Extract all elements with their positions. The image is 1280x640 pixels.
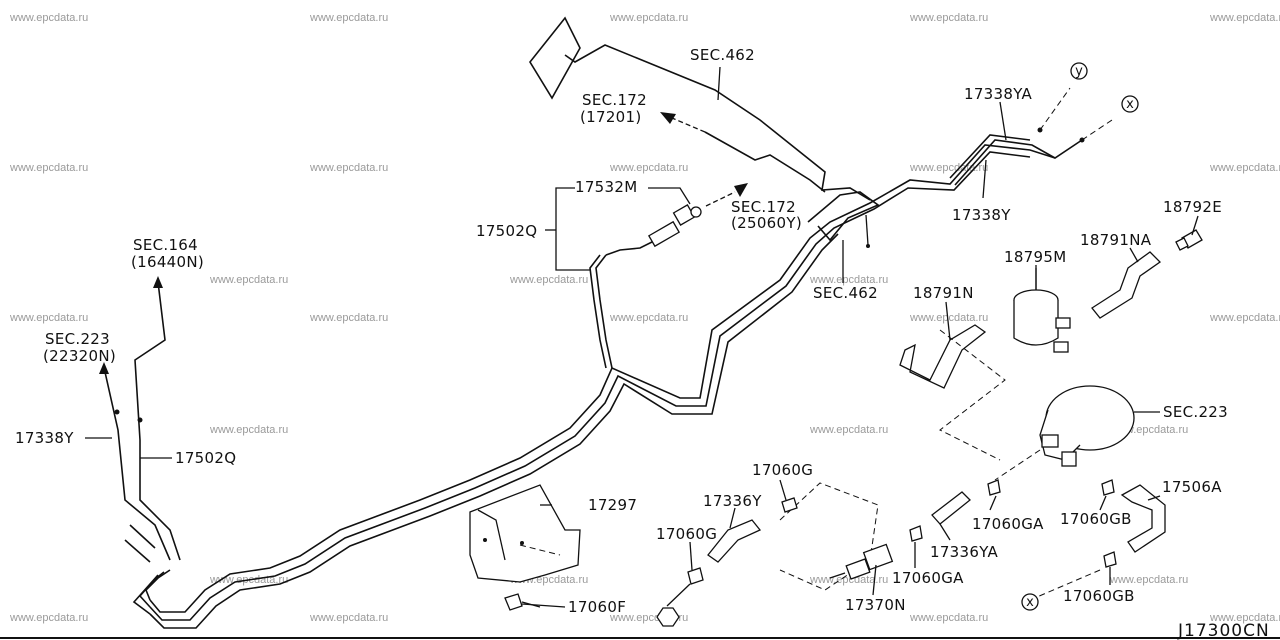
- hose-17502q-mid: [589, 254, 613, 369]
- label-17060ga-right: 17060GA: [972, 515, 1044, 533]
- label-sec462-mid: SEC.462: [813, 284, 878, 302]
- watermark-text: www.epcdata.ru: [309, 12, 388, 24]
- connector-18792e: [1175, 229, 1203, 251]
- label-17532m: 17532M: [575, 178, 637, 196]
- watermark-text: www.epcdata.ru: [809, 424, 888, 436]
- label-17297: 17297: [588, 496, 637, 514]
- label-sec164: SEC.164: [133, 236, 198, 254]
- watermark-text: www.epcdata.ru: [809, 574, 888, 586]
- watermark-text: www.epcdata.ru: [1209, 612, 1280, 624]
- arrow-sec172-upper: [660, 112, 706, 133]
- watermark-text: www.epcdata.ru: [309, 612, 388, 624]
- label-17060f: 17060F: [568, 598, 626, 616]
- watermark-text: www.epcdata.ru: [909, 162, 988, 174]
- label-18791na: 18791NA: [1080, 231, 1152, 249]
- clamps: [656, 479, 1117, 627]
- label-17060gb-right: 17060GB: [1060, 510, 1132, 528]
- label-sec223-right: SEC.223: [1163, 403, 1228, 421]
- shield-17297: [469, 484, 581, 611]
- reference-symbols: y x x: [1021, 62, 1139, 611]
- label-17502q-left: 17502Q: [175, 449, 236, 467]
- watermark-text: www.epcdata.ru: [909, 312, 988, 324]
- hose-18791n: [899, 324, 987, 389]
- hose-17336y: [707, 519, 762, 563]
- label-sec164-sub: (16440N): [131, 253, 204, 271]
- label-17336ya: 17336YA: [930, 543, 999, 561]
- label-17336y: 17336Y: [703, 492, 762, 510]
- label-18792e: 18792E: [1163, 198, 1222, 216]
- watermark-text: www.epcdata.ru: [1109, 574, 1188, 586]
- ref-x-bottom-icon: [1021, 593, 1039, 611]
- label-sec223-left: SEC.223: [45, 330, 110, 348]
- watermark-text: www.epcdata.ru: [909, 12, 988, 24]
- ref-y-icon: [1070, 62, 1088, 80]
- upper-pipe-462: [529, 16, 880, 248]
- ref-x-bottom-text: x: [1026, 595, 1034, 610]
- valve-17370n: [829, 543, 894, 580]
- label-17060ga-bottom: 17060GA: [892, 569, 964, 587]
- label-17060gb-bottom: 17060GB: [1063, 587, 1135, 605]
- left-hoses: [99, 276, 181, 563]
- ref-y-text: y: [1075, 64, 1083, 79]
- diagram-code: J17300CN: [1177, 621, 1270, 640]
- label-sec172-b-sub: (25060Y): [731, 214, 802, 232]
- watermark-text: www.epcdata.ru: [1209, 312, 1280, 324]
- watermark-text: www.epcdata.ru: [809, 274, 888, 286]
- watermark-text: www.epcdata.ru: [609, 162, 688, 174]
- watermark-text: www.epcdata.ru: [1209, 162, 1280, 174]
- watermark-text: www.epcdata.ru: [609, 12, 688, 24]
- right-pipes-17338: [949, 87, 1116, 186]
- hose-18791na: [1091, 251, 1162, 319]
- watermark-text: www.epcdata.ru: [9, 12, 88, 24]
- valve-17532m: [605, 183, 748, 256]
- label-sec223-left-sub: (22320N): [43, 347, 116, 365]
- dashed-guides: [779, 329, 1101, 601]
- label-17506a: 17506A: [1162, 478, 1222, 496]
- label-17338y-right: 17338Y: [952, 206, 1011, 224]
- label-sec172-a: SEC.172: [582, 91, 647, 109]
- leader-lines: [85, 66, 1199, 608]
- label-18795m: 18795M: [1004, 248, 1066, 266]
- watermark-text: www.epcdata.ru: [209, 424, 288, 436]
- valve-18795m: [1013, 268, 1071, 353]
- watermarks: www.epcdata.ru www.epcdata.ru www.epcdat…: [9, 12, 1280, 624]
- label-sec172-a-sub: (17201): [580, 108, 642, 126]
- ref-x-text: x: [1126, 97, 1134, 112]
- canister-sec223: [994, 385, 1135, 481]
- watermark-text: www.epcdata.ru: [509, 274, 588, 286]
- watermark-text: www.epcdata.ru: [9, 312, 88, 324]
- watermark-text: www.epcdata.ru: [609, 312, 688, 324]
- label-18791n: 18791N: [913, 284, 974, 302]
- hose-17506a: [1120, 484, 1166, 553]
- label-17060g-top: 17060G: [752, 461, 813, 479]
- hose-17336ya: [931, 491, 971, 525]
- ref-x-icon: [1121, 95, 1139, 113]
- watermark-text: www.epcdata.ru: [9, 612, 88, 624]
- watermark-text: www.epcdata.ru: [9, 162, 88, 174]
- watermark-text: www.epcdata.ru: [1209, 12, 1280, 24]
- label-17502q-mid: 17502Q: [476, 222, 537, 240]
- watermark-text: www.epcdata.ru: [309, 312, 388, 324]
- label-17338ya-top: 17338YA: [964, 85, 1033, 103]
- watermark-text: www.epcdata.ru: [909, 612, 988, 624]
- label-17370n: 17370N: [845, 596, 906, 614]
- watermark-text: www.epcdata.ru: [209, 274, 288, 286]
- part-labels: SEC.462 SEC.172 (17201) 17338YA 17532M S…: [15, 46, 1228, 616]
- label-sec462-top: SEC.462: [690, 46, 755, 64]
- label-17060g-left: 17060G: [656, 525, 717, 543]
- watermark-text: www.epcdata.ru: [309, 162, 388, 174]
- label-sec172-b: SEC.172: [731, 198, 796, 216]
- label-17338y-left: 17338Y: [15, 429, 74, 447]
- main-pipe-bundle: [132, 144, 1056, 629]
